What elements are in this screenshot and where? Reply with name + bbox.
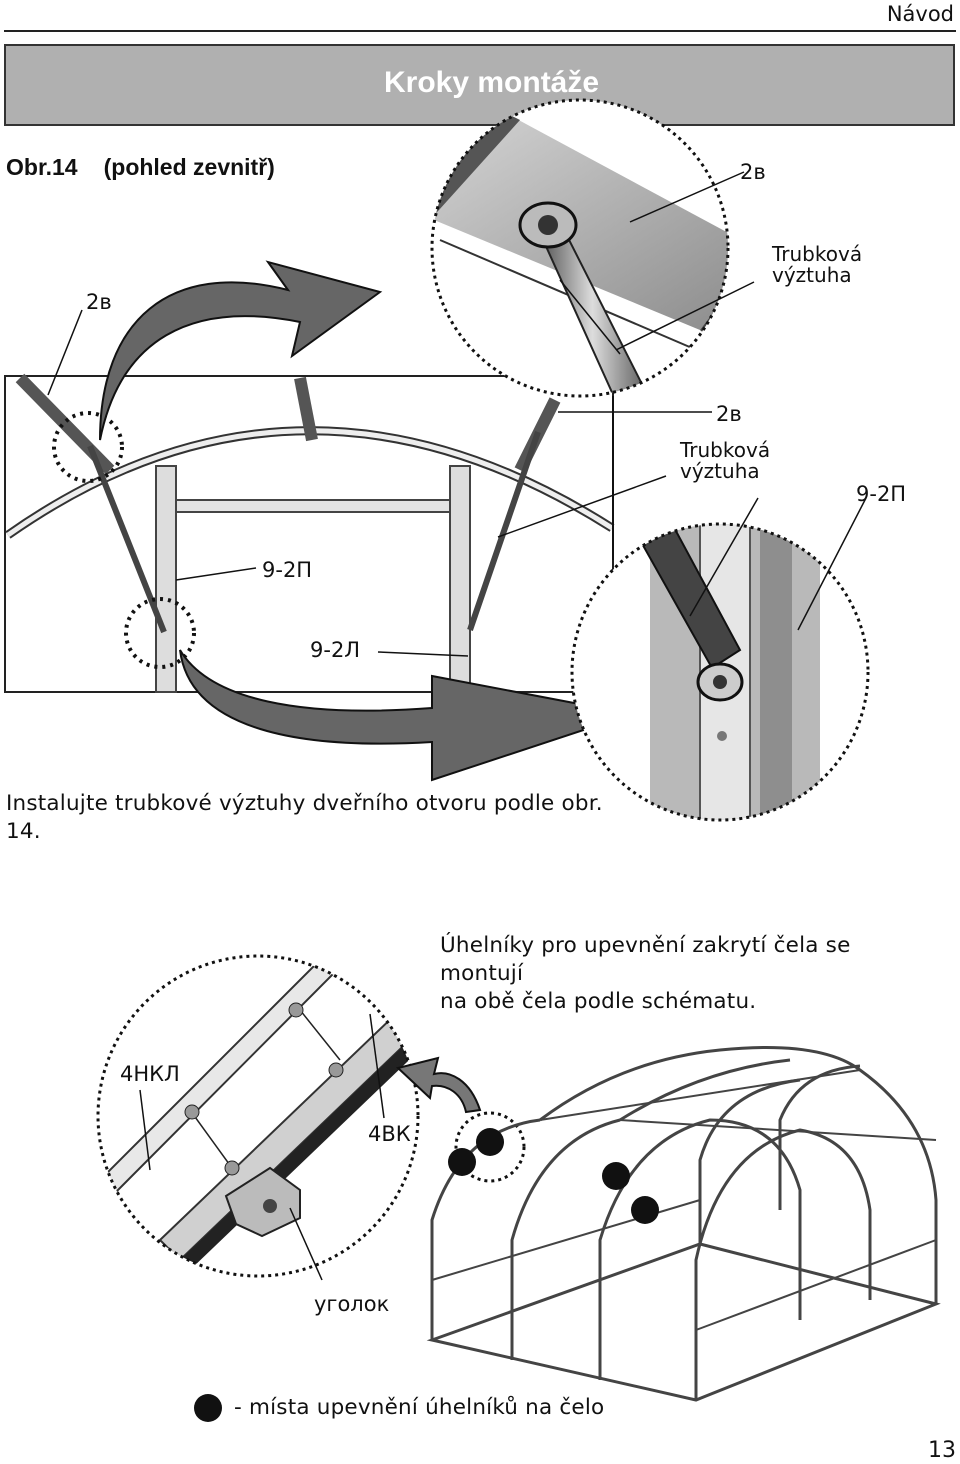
label-4nkl: 4НКЛ (120, 1062, 180, 1086)
bracket-detail-circle (96, 954, 420, 1281)
section-banner: Kroky montáže (4, 44, 955, 126)
bracket-note-line2: na obě čela podle schématu. (440, 989, 757, 1014)
section-name: Návod (886, 2, 954, 26)
header-rule (4, 30, 956, 32)
instruction-text: Instalujte trubkové výztuhy dveřního otv… (6, 790, 626, 846)
page-number: 13 (928, 1438, 956, 1463)
label-tube-top: Trubková výztuha (772, 244, 862, 286)
label-92p-left: 9-2П (262, 558, 313, 582)
bracket-note-line1: Úhelníky pro upevnění zakrytí čela se mo… (440, 933, 851, 986)
detail-circle-bottom (570, 497, 870, 822)
figure-title: Obr.14 (pohled zevnitř) (6, 154, 275, 181)
arrow-right-icon (179, 649, 636, 782)
label-tube-top-line1: Trubková (772, 242, 863, 266)
arrow-left-icon (395, 1056, 482, 1114)
label-tube-top-line2: výztuha (772, 263, 852, 287)
label-2b-top-right: 2в (740, 160, 766, 184)
label-tube-mid: Trubková výztuha (680, 440, 770, 482)
label-92p-right: 9-2П (856, 482, 907, 506)
label-tube-mid-line1: Trubková (680, 438, 771, 462)
attachment-dots (448, 1128, 659, 1224)
label-2b-mid: 2в (716, 402, 742, 426)
instruction-line2: 14. (6, 819, 41, 844)
label-ugolok: уголок (314, 1292, 390, 1316)
label-2b-left: 2в (86, 290, 112, 314)
instruction-line1: Instalujte trubkové výztuhy dveřního otv… (6, 791, 603, 816)
door-frame-drawing (4, 309, 712, 693)
label-4vk: 4ВК (368, 1122, 411, 1146)
greenhouse-drawing (426, 1046, 941, 1402)
label-tube-mid-line2: výztuha (680, 459, 760, 483)
figure-caption: (pohled zevnitř) (103, 154, 275, 180)
legend-dot-icon (194, 1394, 222, 1422)
legend-text: - místa upevnění úhelníků na čelo (234, 1395, 605, 1420)
figure-number: Obr.14 (6, 154, 78, 180)
banner-title: Kroky montáže (384, 66, 600, 99)
bracket-note: Úhelníky pro upevnění zakrytí čela se mo… (440, 932, 940, 1016)
label-92l: 9-2Л (310, 638, 361, 662)
arrow-up-icon (99, 260, 383, 441)
